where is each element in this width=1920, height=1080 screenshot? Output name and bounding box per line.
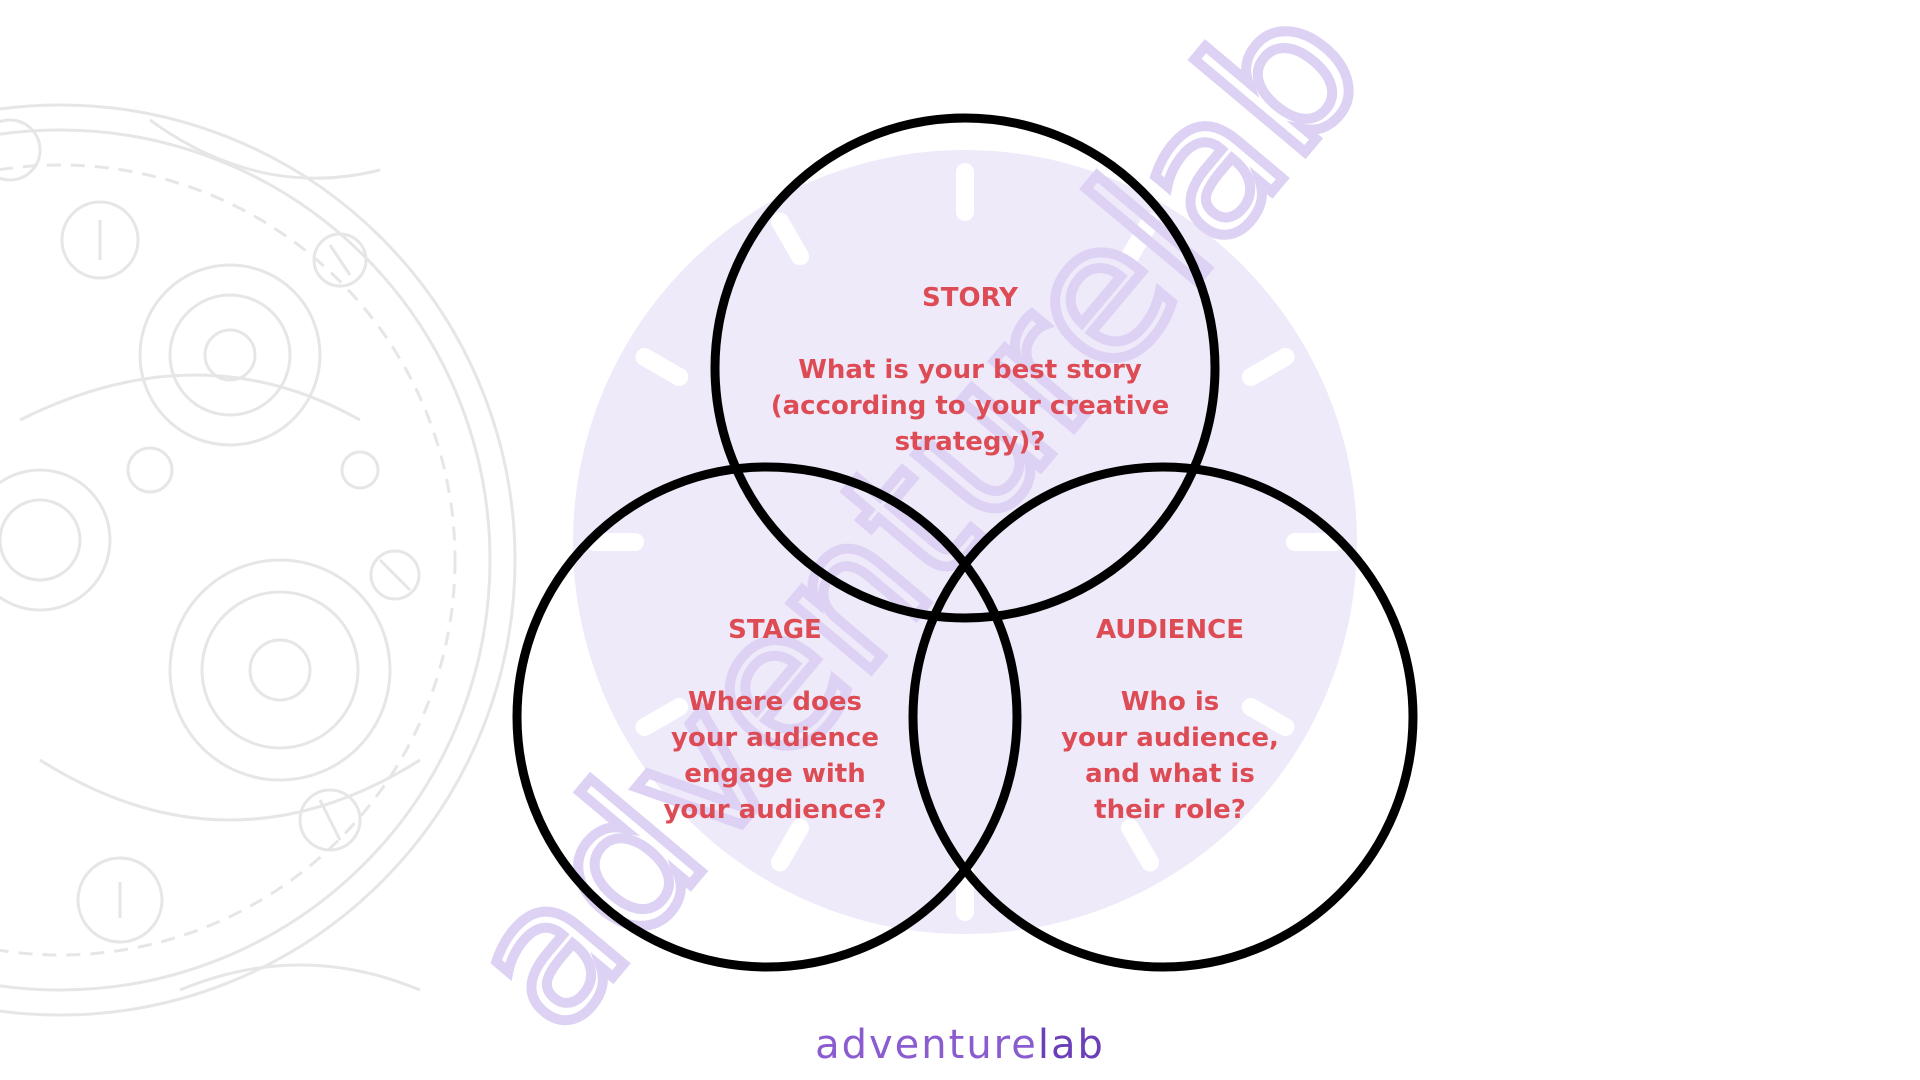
venn-circle-stage [512,462,1022,972]
venn-label-stage: STAGE Where does your audience engage wi… [595,612,955,828]
dial-tick [1241,348,1295,386]
venn-circle-audience [908,462,1418,972]
logo-part-adventure: adventure [815,1022,1038,1068]
dial-tick [771,212,809,266]
dial-tick [1121,212,1159,266]
brand-logo: adventurelab [0,1022,1920,1068]
dial-tick [1241,698,1295,736]
dial-tick [635,348,689,386]
dial-tick [635,698,689,736]
venn-circle-story [710,113,1220,623]
set-question: Who is your audience, and what is their … [1061,687,1279,825]
clockwork-gear-decoration-icon [0,103,517,1017]
set-title: STAGE [728,615,822,645]
set-title: STORY [922,283,1018,313]
set-title: AUDIENCE [1095,615,1245,645]
compass-dial-icon [573,150,1357,934]
logo-part-lab: lab [1037,1022,1105,1068]
venn-label-story: STORY What is your best story (according… [725,280,1215,460]
set-question: Where does your audience engage with you… [663,687,887,825]
dial-tick [1121,818,1159,872]
set-question: What is your best story (according to yo… [770,355,1170,457]
venn-label-audience: AUDIENCE Who is your audience, and what … [990,612,1350,828]
dial-tick [771,818,809,872]
